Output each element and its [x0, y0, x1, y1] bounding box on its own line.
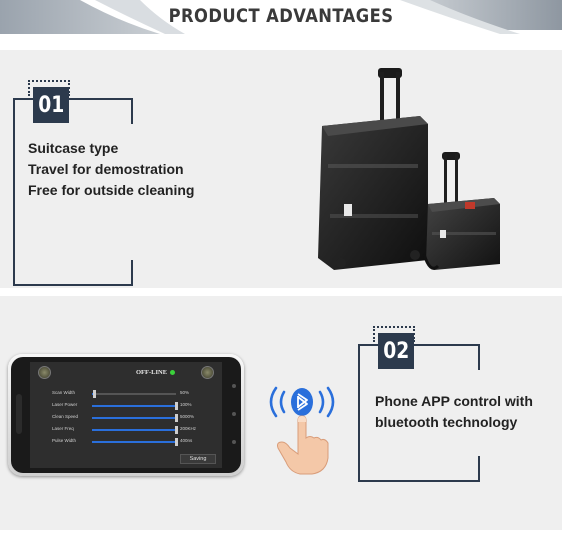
header-decoration [0, 0, 562, 42]
feature-line: Suitcase type [28, 140, 119, 156]
badge-number: 01 [37, 92, 65, 118]
number-badge-2: 02 [373, 326, 425, 378]
advantage-panel-2: 02 Phone APP control with bluetooth tech… [0, 296, 562, 530]
slider-track[interactable] [92, 402, 178, 410]
bluetooth-icon [269, 386, 335, 475]
feature-list-1: Suitcase type Travel for demostration Fr… [28, 138, 194, 201]
knob-icon [201, 366, 214, 379]
feature-line: Travel for demostration [28, 161, 184, 177]
slider-row: Laser Freq 200KHz [40, 424, 212, 436]
slider-handle[interactable] [175, 438, 178, 446]
save-button[interactable]: Saving [180, 454, 216, 464]
slider-fill [92, 417, 176, 419]
feature-list-2: Phone APP control with bluetooth technol… [375, 391, 533, 433]
badge-number: 02 [382, 338, 410, 364]
slider-label: Scan Width [52, 390, 76, 395]
status-led-icon [170, 370, 175, 375]
slider-track[interactable] [92, 426, 178, 434]
slider-row: Clean Speed 5000% [40, 412, 212, 424]
connection-status: OFF-LINE [136, 369, 168, 376]
hand-tap-icon [277, 415, 329, 475]
slider-label: Laser Freq [52, 426, 74, 431]
slider-handle[interactable] [175, 426, 178, 434]
slider-fill [92, 441, 176, 443]
slider-row: Pulse Width 400ns [40, 436, 212, 448]
slider-track[interactable] [92, 438, 178, 446]
slider-handle[interactable] [175, 414, 178, 422]
slider-track[interactable] [92, 390, 176, 398]
knob-icon [38, 366, 51, 379]
slider-row: Scan Width 50% [40, 388, 212, 400]
slider-track[interactable] [92, 414, 178, 422]
header-banner: PRODUCT ADVANTAGES [0, 0, 562, 42]
slider-value: 200KHz [180, 426, 197, 431]
slider-handle[interactable] [92, 390, 96, 398]
slider-label: Pulse Width [52, 438, 77, 443]
slider-label: Clean Speed [52, 414, 79, 419]
slider-fill [92, 405, 176, 407]
feature-frame-1 [13, 98, 133, 286]
feature-line: bluetooth technology [375, 414, 518, 430]
feature-line: Phone APP control with [375, 393, 533, 409]
slider-row: Laser Power 100% [40, 400, 212, 412]
feature-line: Free for outside cleaning [28, 182, 195, 198]
slider-label: Laser Power [52, 402, 78, 407]
feature-frame-2 [358, 344, 480, 482]
page-title: PRODUCT ADVANTAGES [168, 5, 394, 27]
slider-handle[interactable] [175, 402, 178, 410]
app-screen: OFF-LINE Scan Width 50% Laser Power 100% Cle… [30, 362, 222, 468]
phone-image: OFF-LINE Scan Width 50% Laser Power 100% Cle… [8, 354, 244, 476]
advantage-panel-1: 01 Suitcase type Travel for demostration… [0, 50, 562, 288]
number-badge-1: 01 [28, 80, 80, 132]
slider-fill [92, 429, 176, 431]
slider-value: 400ns [180, 438, 193, 443]
suitcase-product-image [318, 68, 500, 270]
slider-value: 50% [180, 390, 190, 395]
slider-list: Scan Width 50% Laser Power 100% Clean Speed 5… [40, 388, 212, 448]
slider-value: 5000% [180, 414, 195, 419]
slider-value: 100% [180, 402, 192, 407]
